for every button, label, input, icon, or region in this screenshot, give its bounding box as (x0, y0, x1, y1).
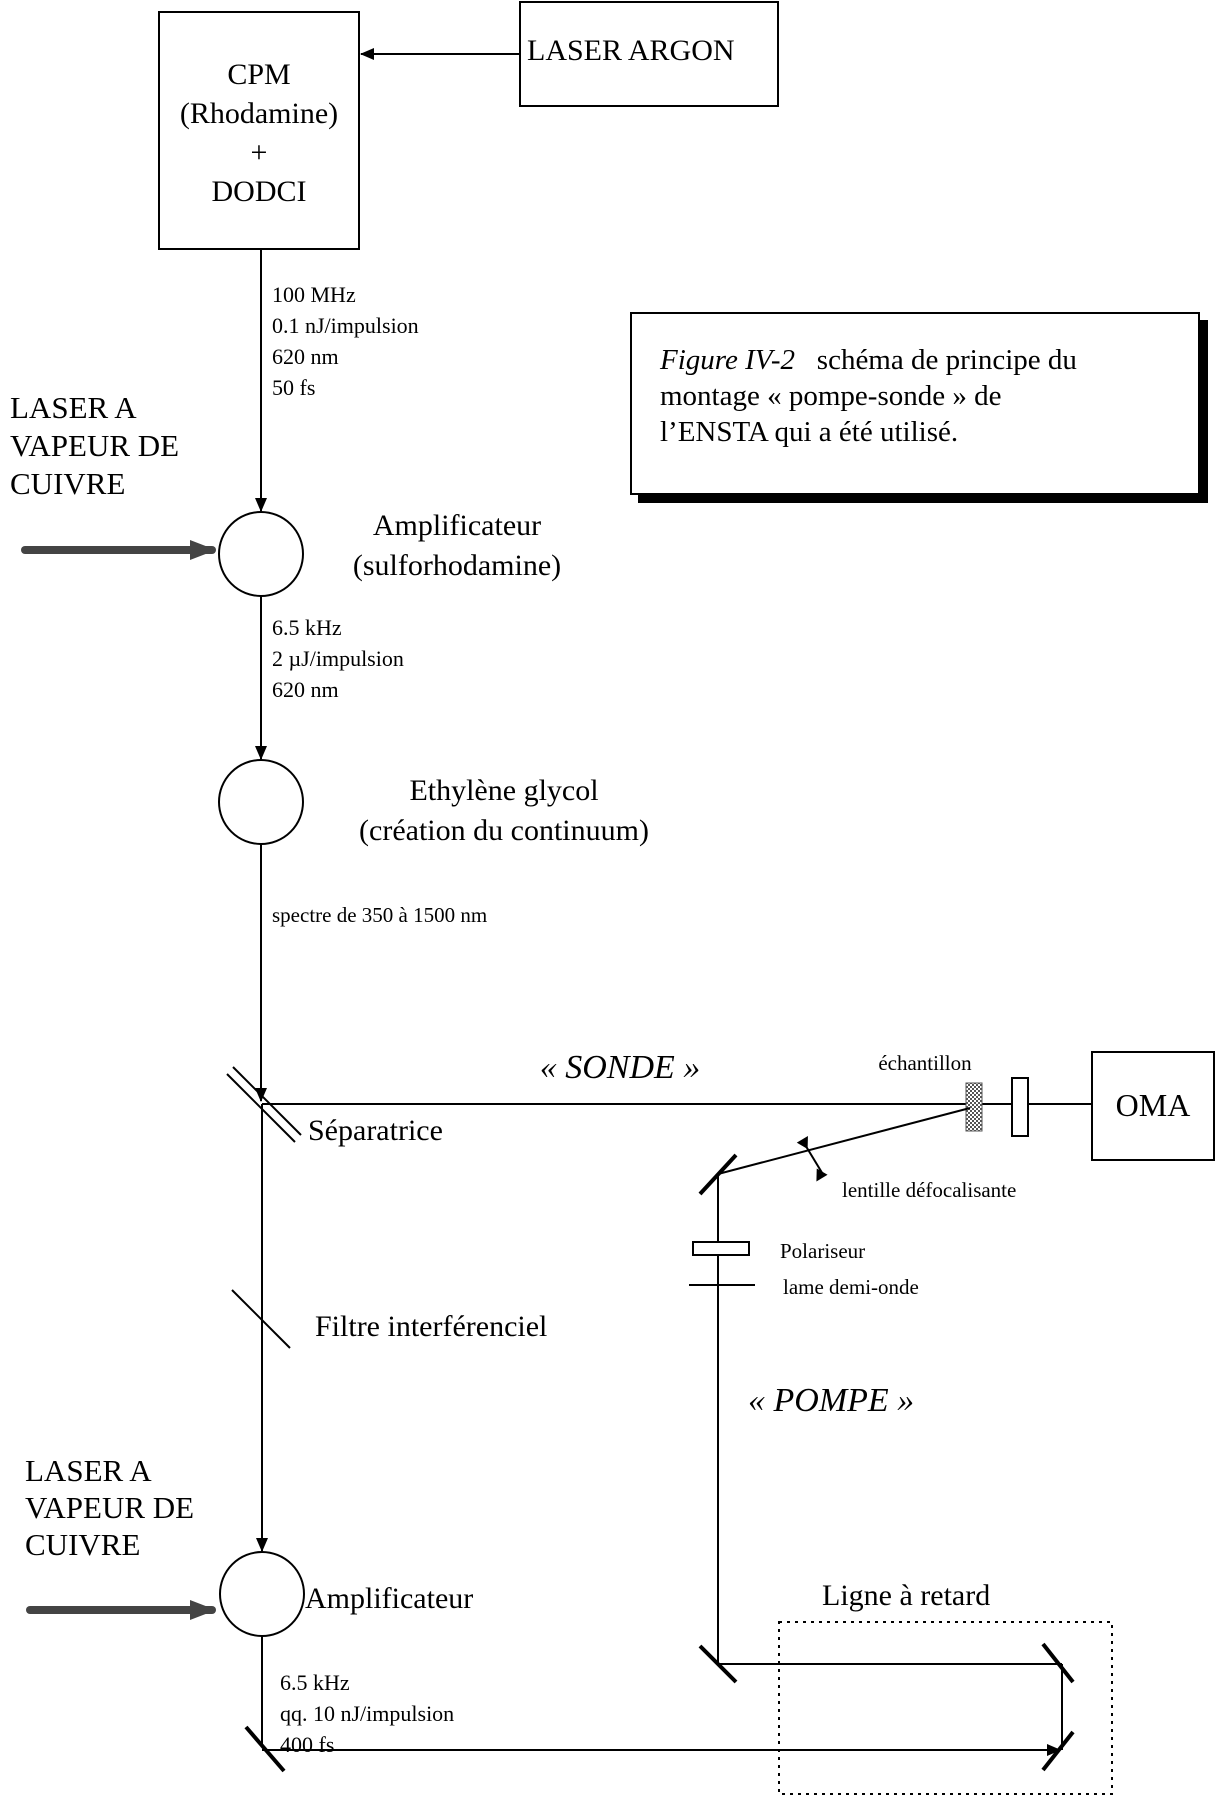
splitter-label: Séparatrice (308, 1114, 443, 1147)
dodci-label: DODCI (212, 175, 307, 208)
laser-argon-label: LASER ARGON (527, 34, 735, 67)
copper-laser-bottom-line2: VAPEUR DE (25, 1490, 194, 1525)
caption-line3: l’ENSTA qui a été utilisé. (660, 416, 959, 448)
copper-laser-top-line1: LASER A (10, 390, 137, 425)
figure-number: Figure IV-2 (660, 344, 796, 376)
analyzer-plate (1011, 1077, 1029, 1137)
copper-laser-top-line2: VAPEUR DE (10, 428, 179, 463)
amplifier1-label: Amplificateur (373, 509, 541, 542)
half-wave-plate-label: lame demi-onde (783, 1275, 919, 1299)
filter-label: Filtre interférenciel (315, 1310, 547, 1343)
copper-laser-top-arrowhead (190, 540, 216, 560)
lens-label: lentille défocalisante (842, 1178, 1016, 1202)
cpm-label: CPM (227, 58, 290, 91)
polarizer-plate (692, 1241, 750, 1256)
oma-label: OMA (1116, 1087, 1191, 1123)
continuum-label: (création du continuum) (359, 814, 649, 847)
figure-caption: Figure IV-2 schéma de principe du montag… (660, 342, 1180, 450)
beam1-energy: 0.1 nJ/impulsion (272, 313, 419, 338)
beam2-wavelength: 620 nm (272, 677, 339, 702)
ethylene-glycol-label: Ethylène glycol (409, 774, 598, 807)
defocusing-lens-icon (796, 1135, 828, 1182)
pump-mirror-bottom (698, 1644, 738, 1684)
figure-caption-box: Figure IV-2 schéma de principe du montag… (630, 312, 1200, 495)
copper-laser-top-line3: CUIVRE (10, 466, 125, 501)
beam3-energy: qq. 10 nJ/impulsion (280, 1701, 454, 1726)
cpm-box (158, 11, 360, 250)
polarizer-label: Polariseur (780, 1239, 865, 1263)
sample-block (965, 1082, 983, 1132)
delay-line-box (778, 1621, 1113, 1795)
sample-label: échantillon (878, 1051, 972, 1075)
beam1-duration: 50 fs (272, 375, 315, 400)
copper-laser-bottom-arrowhead (190, 1600, 216, 1620)
copper-laser-bottom-line3: CUIVRE (25, 1527, 140, 1562)
beam1-wavelength: 620 nm (272, 344, 339, 369)
amplifier1-dye-label: (sulforhodamine) (353, 549, 561, 582)
rhodamine-label: (Rhodamine) (180, 97, 338, 130)
delay-mirror-bottom-right (1041, 1730, 1075, 1772)
amplifier-sulforhodamine-circle (218, 511, 304, 597)
oma-box (1091, 1051, 1215, 1161)
beam3-rate: 6.5 kHz (280, 1670, 350, 1695)
beam2-rate: 6.5 kHz (272, 615, 342, 640)
beam1-rate: 100 MHz (272, 282, 356, 307)
caption-line1: schéma de principe du (816, 344, 1077, 376)
pump-label: « POMPE » (748, 1382, 914, 1419)
caption-line2: montage « pompe-sonde » de (660, 380, 1002, 412)
delay-line-label: Ligne à retard (822, 1579, 990, 1612)
amplifier2-circle (219, 1551, 305, 1637)
probe-label: « SONDE » (540, 1049, 701, 1086)
copper-laser-bottom-line1: LASER A (25, 1453, 152, 1488)
pump-to-sample-line (717, 1107, 971, 1175)
amplifier2-label: Amplificateur (305, 1582, 473, 1615)
beam3-duration: 400 fs (280, 1732, 334, 1757)
beam2-energy: 2 µJ/impulsion (272, 646, 404, 671)
ethylene-glycol-circle (218, 759, 304, 845)
spectrum-label: spectre de 350 à 1500 nm (272, 903, 487, 927)
plus-label: + (251, 136, 268, 169)
